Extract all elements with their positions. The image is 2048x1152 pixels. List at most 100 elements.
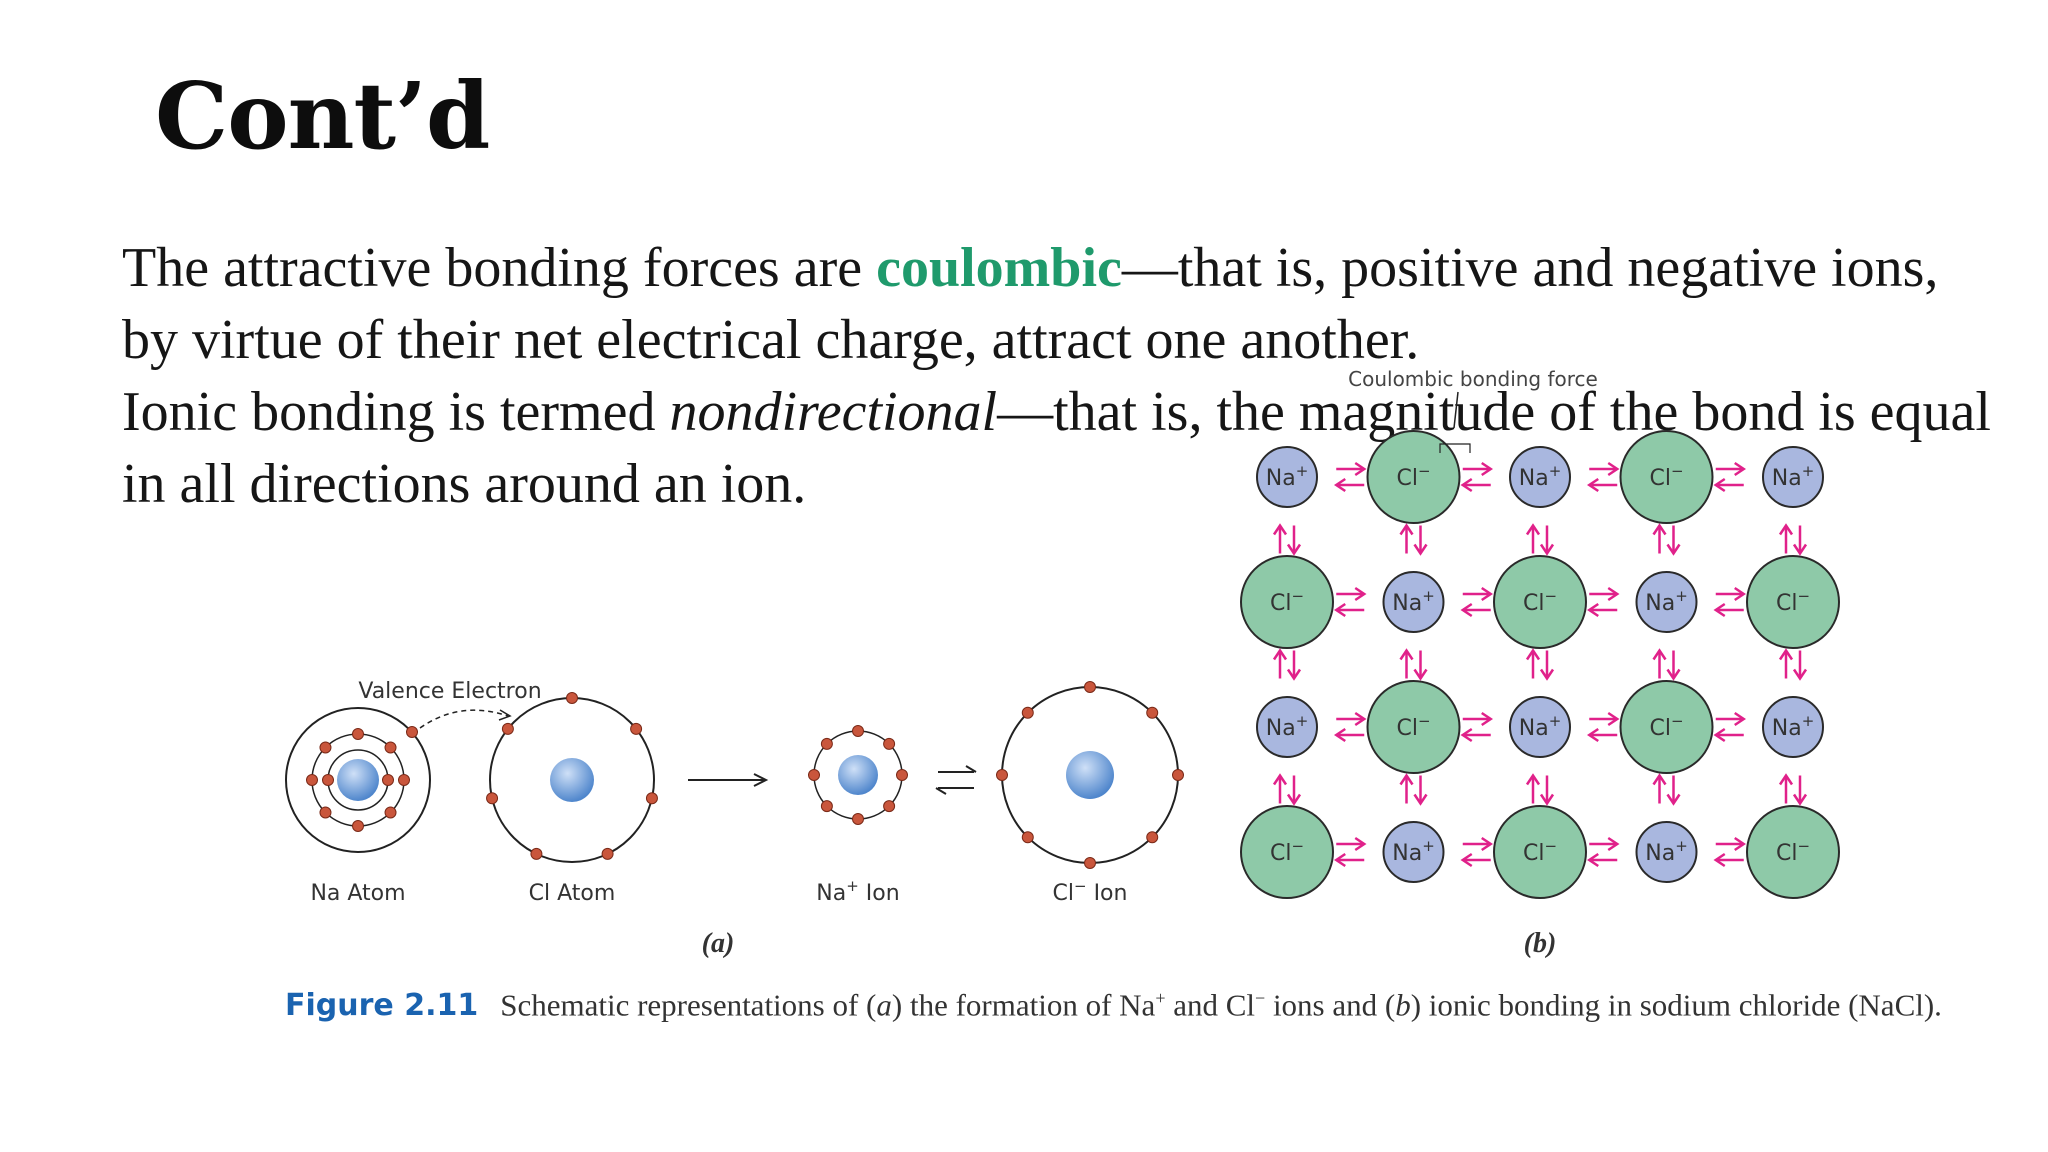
electron: [352, 820, 364, 832]
na-ion: Na+: [1635, 821, 1698, 883]
force-arrowhead: [1539, 543, 1555, 556]
na-ion: Na+: [1256, 696, 1318, 758]
electron: [1021, 706, 1034, 719]
electron: [852, 725, 864, 737]
na-ion-text: Na+: [1392, 837, 1435, 866]
na-ion-circle: [1635, 571, 1698, 633]
force-arrowhead: [1525, 648, 1541, 661]
paragraph-coulombic: The attractive bonding forces are coulom…: [122, 237, 1939, 371]
electron: [384, 741, 397, 754]
force-arrowhead: [1734, 461, 1747, 477]
force-arrowhead: [1354, 586, 1367, 602]
cl-ion-text: Cl−: [1776, 587, 1810, 616]
panel-b-label: (b): [1524, 928, 1557, 959]
electron: [1146, 706, 1159, 719]
cl-ion-circle: [1746, 555, 1840, 649]
electron: [996, 769, 1008, 781]
force-arrowhead: [1399, 648, 1414, 661]
electron: [820, 800, 833, 813]
force-arrowhead: [1481, 711, 1494, 727]
cl-ion-nucleus: [1066, 751, 1114, 799]
cl-ion-circle: [1366, 430, 1461, 524]
force-arrowhead: [1778, 773, 1794, 786]
cl-ion-circle: [1746, 805, 1840, 899]
force-arrowhead: [1460, 727, 1473, 743]
force-arrowhead: [1413, 793, 1428, 806]
cl-ion: Cl−: [1746, 805, 1840, 899]
force-arrowhead: [1272, 773, 1288, 786]
force-arrowhead: [1354, 836, 1367, 852]
body-text: The attractive bonding forces are coulom…: [122, 232, 2002, 520]
force-arrowhead: [1413, 668, 1428, 681]
cl-ion-text: Cl−: [1270, 837, 1304, 866]
force-arrowhead: [1713, 852, 1726, 868]
cl-ion-text: Cl−: [1649, 462, 1683, 491]
force-arrowhead: [1652, 648, 1667, 661]
na-ion: Na+: [1762, 696, 1824, 758]
cl-ion: Cl−: [1493, 555, 1587, 649]
electron: [319, 741, 332, 754]
na-ion-circle: [1256, 696, 1318, 758]
transfer-arrowhead: [498, 709, 512, 721]
na-ion-circle: [1509, 696, 1571, 758]
cl-ion: Cl−: [1366, 680, 1461, 774]
electron: [883, 800, 896, 813]
cl-ion-circle: [1619, 430, 1714, 524]
na-ion-circle: [1635, 821, 1698, 883]
force-arrowhead: [1481, 586, 1494, 602]
force-arrowhead: [1713, 477, 1726, 493]
na-nucleus: [337, 759, 379, 801]
cl-ion: Cl−: [1746, 555, 1840, 649]
na-ion-text: Na+: [1392, 587, 1435, 616]
electron: [645, 792, 658, 805]
force-arrowhead: [1399, 773, 1414, 786]
part-b-nacl-lattice: Na+ Cl− Na+ Cl− Na+ Cl− Na+ Cl− Na+ Cl− Na+ Cl− Na+ C…: [1240, 370, 1840, 959]
na-ion: Na+: [1635, 571, 1698, 633]
electron: [319, 806, 332, 819]
na-ion: Na+: [1382, 571, 1445, 633]
na-ion-text: Na+: [1519, 462, 1562, 491]
force-arrowhead: [1713, 602, 1726, 618]
force-arrowhead: [1652, 523, 1667, 536]
na-atom-outer-shell: [285, 707, 431, 853]
electron: [501, 722, 514, 735]
equilibrium-head-right: [965, 765, 977, 773]
na-ion-circle: [1762, 446, 1824, 508]
force-arrowhead: [1333, 727, 1346, 743]
force-arrowhead: [1666, 543, 1681, 556]
force-arrowhead: [1586, 727, 1599, 743]
force-arrowhead: [1354, 711, 1367, 727]
na-ion: Na+: [1509, 446, 1571, 508]
force-arrowhead: [1666, 668, 1681, 681]
cl-ion-text: Cl−: [1649, 712, 1683, 741]
force-arrowhead: [1652, 773, 1667, 786]
na-ion-circle: [1762, 696, 1824, 758]
electron: [1084, 857, 1096, 869]
force-arrowhead: [1713, 727, 1726, 743]
cl-ion-circle: [1493, 805, 1587, 899]
force-arrowhead: [1272, 648, 1288, 661]
electron: [1084, 681, 1096, 693]
force-arrowhead: [1525, 523, 1541, 536]
force-arrowhead: [1792, 668, 1808, 681]
electron: [530, 847, 543, 860]
na-ion-circle: [1382, 821, 1445, 883]
force-arrowhead: [1792, 543, 1808, 556]
cl-ion-text: Cl−: [1523, 587, 1557, 616]
cl-ion: Cl−: [1366, 430, 1461, 524]
force-arrowhead: [1607, 461, 1620, 477]
electron: [1021, 831, 1034, 844]
electron: [896, 769, 908, 781]
cl-ion: Cl−: [1619, 430, 1714, 524]
cl-ion-text: Cl−: [1776, 837, 1810, 866]
valence-electron-label: Valence Electron: [358, 679, 541, 704]
electron: [1146, 831, 1159, 844]
na-ion: Na+: [1382, 821, 1445, 883]
electron: [601, 847, 614, 860]
cl-ion-circle: [1240, 805, 1334, 899]
cl-ion: Cl−: [1240, 805, 1334, 899]
na-ion-circle: [1382, 571, 1445, 633]
